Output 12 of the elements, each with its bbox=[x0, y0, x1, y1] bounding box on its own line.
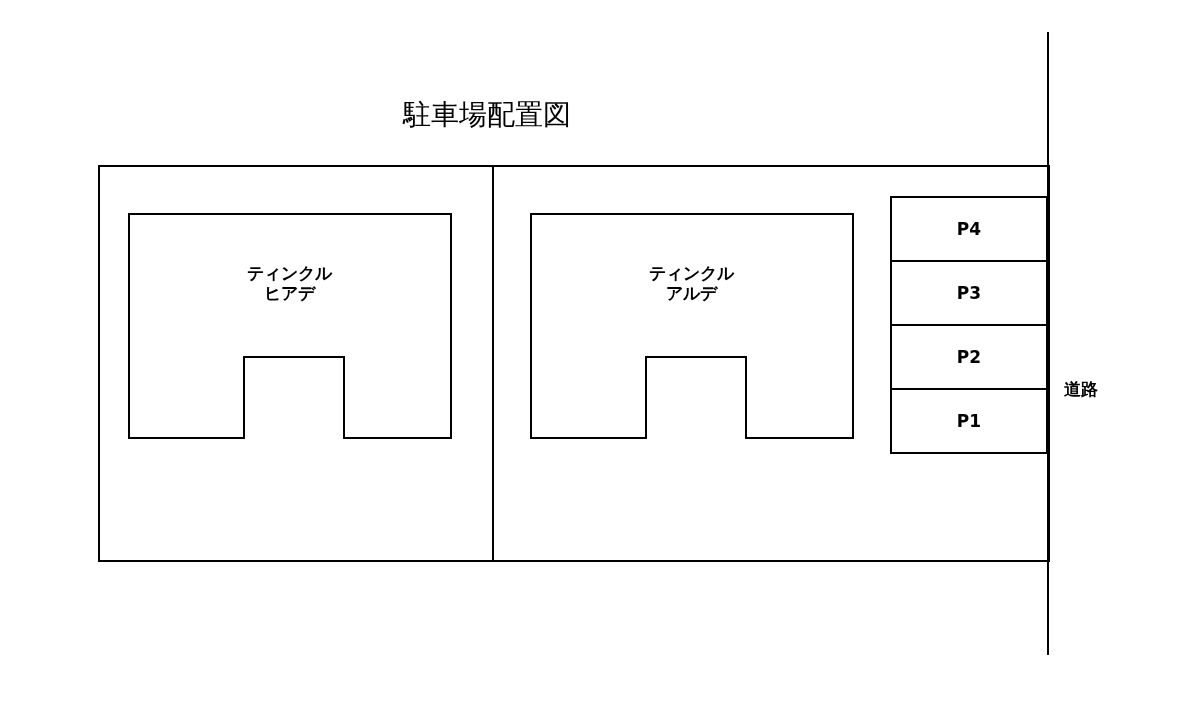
parking-space: P2 bbox=[890, 324, 1048, 390]
building-name: ティンクルアルデ bbox=[647, 263, 736, 303]
building-outline bbox=[530, 213, 854, 439]
road-label: 道路 bbox=[1064, 378, 1098, 401]
building-name: ティンクルヒアデ bbox=[245, 263, 334, 303]
parking-space: P3 bbox=[890, 260, 1048, 326]
site-outline bbox=[98, 165, 494, 562]
building-outline bbox=[128, 213, 452, 439]
site-outline bbox=[492, 165, 1050, 562]
parking-space: P4 bbox=[890, 196, 1048, 262]
parking-space: P1 bbox=[890, 388, 1048, 454]
diagram-title: 駐車場配置図 bbox=[403, 97, 571, 133]
